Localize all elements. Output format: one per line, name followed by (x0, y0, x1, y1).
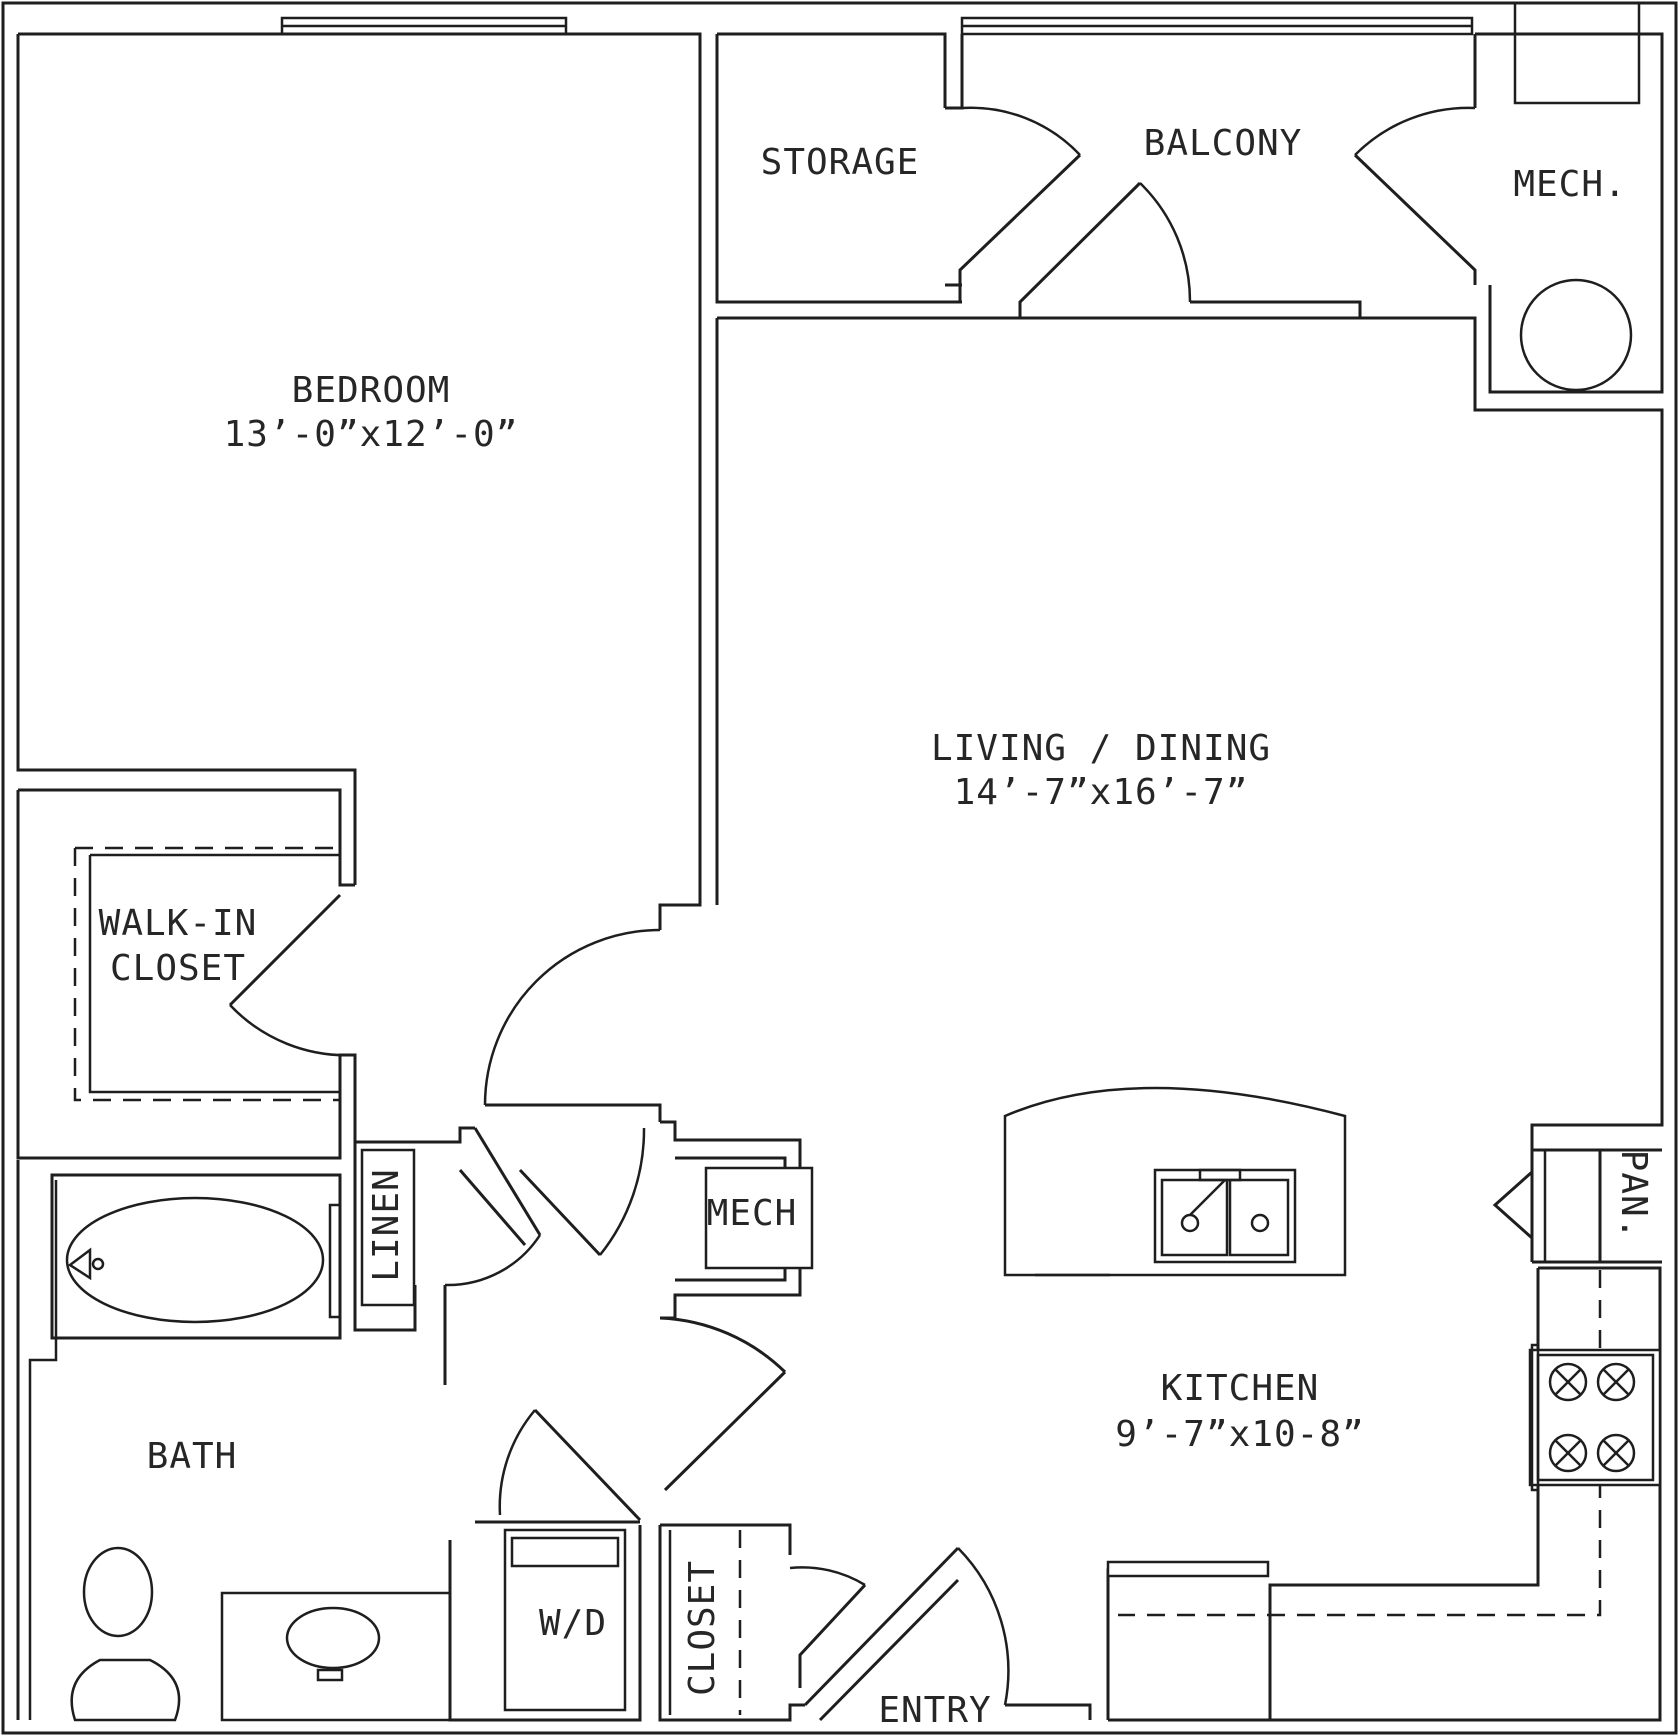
label-living-size: 14’-7”x16’-7” (954, 772, 1249, 813)
room-labels: STORAGE BALCONY MECH. BEDROOM 13’-0”x12’… (99, 123, 1654, 1731)
label-mech-center: MECH (707, 1193, 798, 1234)
kitchen-fixtures (1003, 1086, 1662, 1722)
label-closet: CLOSET (682, 1560, 723, 1696)
hall-core (353, 1120, 814, 1522)
label-washer-dryer: W/D (539, 1603, 607, 1644)
burner-grid (1548, 1362, 1636, 1473)
walkin-closet (16, 788, 662, 1160)
label-walkin-1: WALK-IN (99, 903, 258, 944)
balcony-doors (945, 34, 1633, 392)
label-bedroom: BEDROOM (292, 370, 451, 411)
label-bath: BATH (147, 1436, 238, 1477)
laundry-closet (448, 1520, 867, 1722)
label-bedroom-size: 13’-0”x12’-0” (224, 414, 519, 455)
label-storage: STORAGE (761, 142, 920, 183)
label-pantry: PAN. (1613, 1150, 1654, 1241)
label-entry: ENTRY (878, 1690, 991, 1731)
label-living: LIVING / DINING (931, 728, 1271, 769)
label-kitchen-size: 9’-7”x10-8” (1115, 1414, 1364, 1455)
windows (280, 1, 1641, 105)
label-balcony: BALCONY (1144, 123, 1303, 164)
label-mech-top: MECH. (1513, 164, 1626, 205)
label-kitchen: KITCHEN (1161, 1368, 1320, 1409)
bath (16, 1160, 452, 1722)
entry-door (803, 1546, 1092, 1722)
label-walkin-2: CLOSET (110, 948, 246, 989)
label-linen: LINEN (366, 1168, 407, 1281)
